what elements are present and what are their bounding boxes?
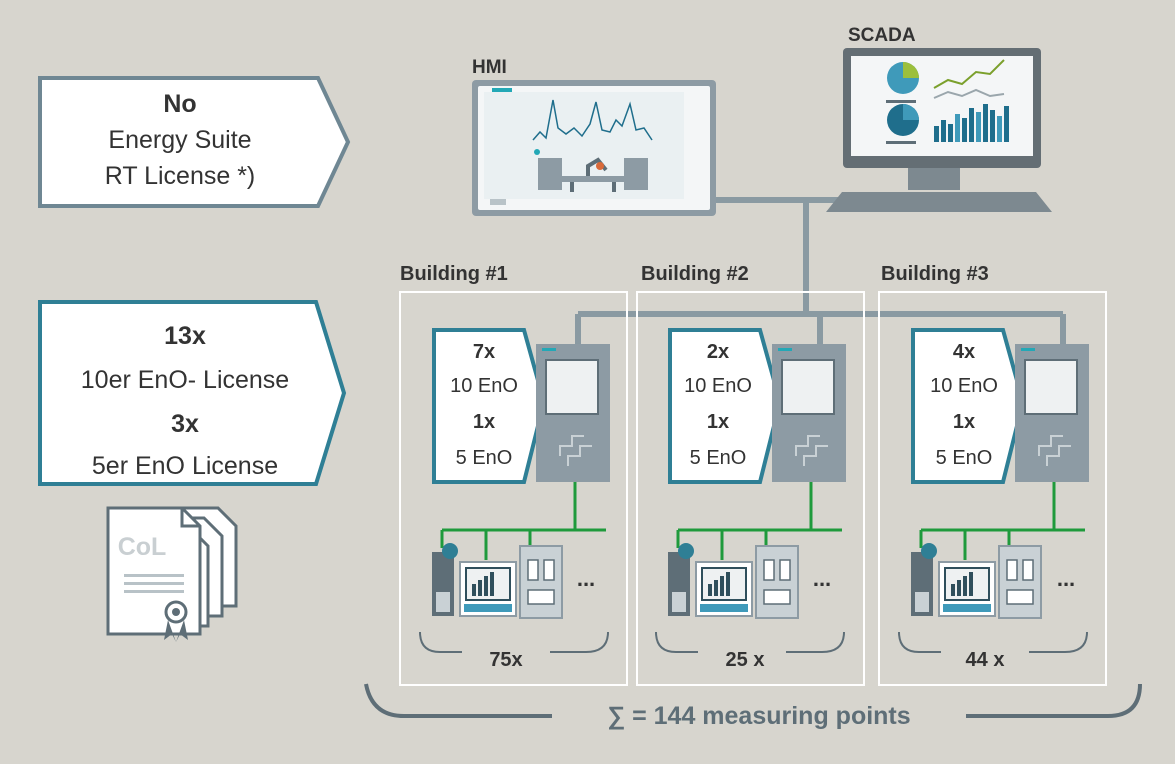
no-license-callout-shape <box>38 76 351 208</box>
building-2-tag-count-10: 2x <box>706 341 730 363</box>
building-2-more-devices: ... <box>812 566 832 591</box>
license-type-5er: 5er EnO License <box>91 452 279 480</box>
scada-computer-icon <box>826 48 1052 212</box>
building-2-title: Building #2 <box>641 263 749 285</box>
building-2-tag-type-5: 5 EnO <box>689 447 747 469</box>
building-1-group-brace <box>419 631 609 653</box>
license-count-5er: 3x <box>171 410 199 438</box>
scada-label: SCADA <box>848 25 916 46</box>
building-2-tag-type-10: 10 EnO <box>684 375 752 397</box>
total-brace <box>364 683 1142 718</box>
building-3-tag-type-5: 5 EnO <box>935 447 993 469</box>
building-2-frame <box>636 291 865 686</box>
building-3-unit <box>898 328 1089 653</box>
building-3-group-brace <box>898 631 1088 653</box>
building-2-license-tag <box>668 328 783 484</box>
building-1-points: 75x <box>489 649 523 671</box>
total-measuring-points: ∑ = 144 measuring points <box>607 702 911 730</box>
building-1-tag-type-10: 10 EnO <box>450 375 518 397</box>
building-1-license-tag <box>432 328 547 484</box>
building-3-fieldbus <box>919 482 1085 560</box>
no-license-product: Energy Suite <box>108 126 252 154</box>
building-3-controller-icon <box>1015 344 1089 482</box>
building-2-meter-devices <box>668 543 799 619</box>
building-2-points: 25 x <box>725 649 765 671</box>
col-label: CoL <box>117 533 167 561</box>
hmi-panel-icon <box>472 80 716 216</box>
no-license-title: No <box>163 90 197 118</box>
building-3-tag-count-5: 1x <box>952 411 976 433</box>
building-1-controller-icon <box>536 344 610 482</box>
building-3-more-devices: ... <box>1056 566 1076 591</box>
building-1-meter-devices <box>432 543 563 619</box>
no-license-type: RT License *) <box>104 162 256 190</box>
license-type-10er: 10er EnO- License <box>80 366 290 394</box>
building-3-license-tag <box>911 328 1026 484</box>
building-3-frame <box>878 291 1107 686</box>
building-2-group-brace <box>655 631 845 653</box>
building-2-controller-icon <box>772 344 846 482</box>
building-3-tag-count-10: 4x <box>952 341 976 363</box>
building-1-unit <box>419 328 610 653</box>
building-2-tag-count-5: 1x <box>706 411 730 433</box>
building-1-title: Building #1 <box>400 263 508 285</box>
building-3-title: Building #3 <box>881 263 989 285</box>
license-callout-shape <box>38 300 347 486</box>
building-1-more-devices: ... <box>576 566 596 591</box>
building-3-points: 44 x <box>965 649 1005 671</box>
building-1-fieldbus <box>440 482 606 560</box>
building-2-unit <box>655 328 846 653</box>
building-1-tag-count-10: 7x <box>472 341 496 363</box>
license-count-10er: 13x <box>164 322 206 350</box>
col-certificate-icon <box>106 506 238 642</box>
building-1-frame <box>399 291 628 686</box>
building-1-tag-count-5: 1x <box>472 411 496 433</box>
building-1-tag-type-5: 5 EnO <box>455 447 513 469</box>
building-2-fieldbus <box>676 482 842 560</box>
hmi-label: HMI <box>472 57 507 78</box>
building-3-meter-devices <box>911 543 1042 619</box>
building-3-tag-type-10: 10 EnO <box>930 375 998 397</box>
